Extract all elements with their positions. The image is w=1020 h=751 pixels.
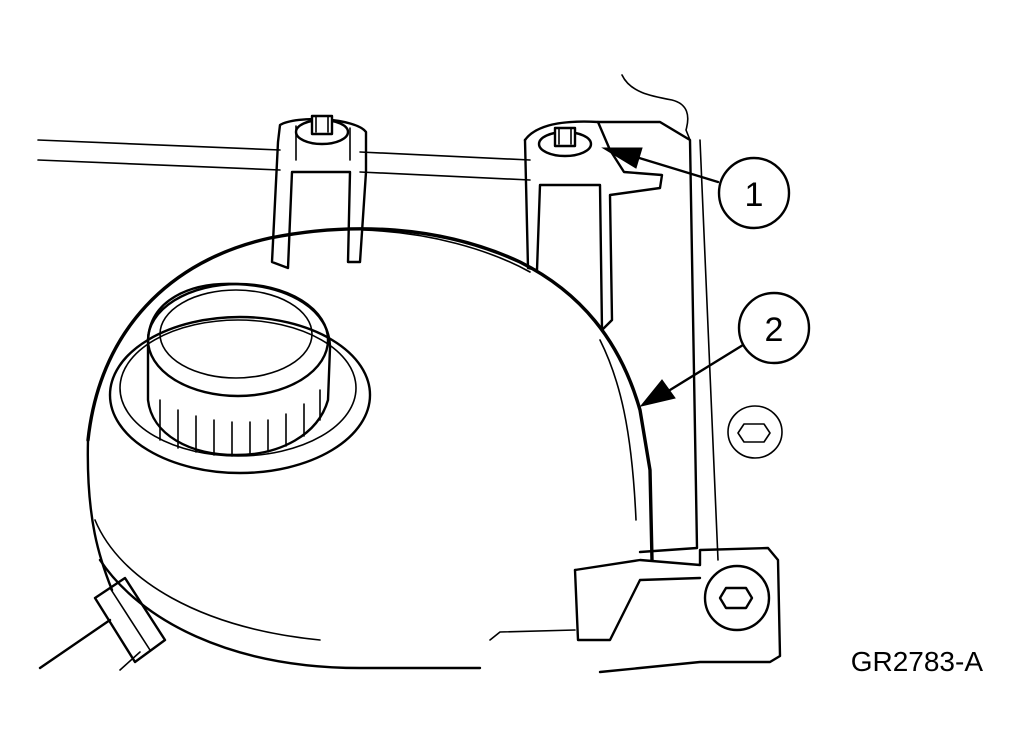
- callout-1: 1: [601, 147, 791, 230]
- callout-1-label: 1: [745, 176, 764, 214]
- figure-code: GR2783-A: [851, 646, 984, 677]
- bolt-left: [294, 114, 350, 146]
- coolant-hose: [38, 576, 167, 671]
- cap-knurl-ridges: [159, 389, 321, 457]
- background-wire: [37, 139, 531, 181]
- panel-nut: [727, 405, 783, 459]
- mounting-bracket-right: [523, 120, 699, 554]
- body-panel-contour: [621, 74, 719, 561]
- callout-2-arrowhead: [639, 379, 676, 407]
- callout-1-arrowhead: [601, 147, 643, 169]
- reservoir-filler-cap: [108, 282, 372, 475]
- reservoir-tank: [86, 227, 654, 670]
- callout-2: 2: [639, 291, 811, 407]
- callout-2-label: 2: [765, 311, 784, 349]
- lower-mount: [489, 546, 782, 674]
- bolt-right: [537, 126, 593, 158]
- mounting-bracket-left: [270, 117, 368, 270]
